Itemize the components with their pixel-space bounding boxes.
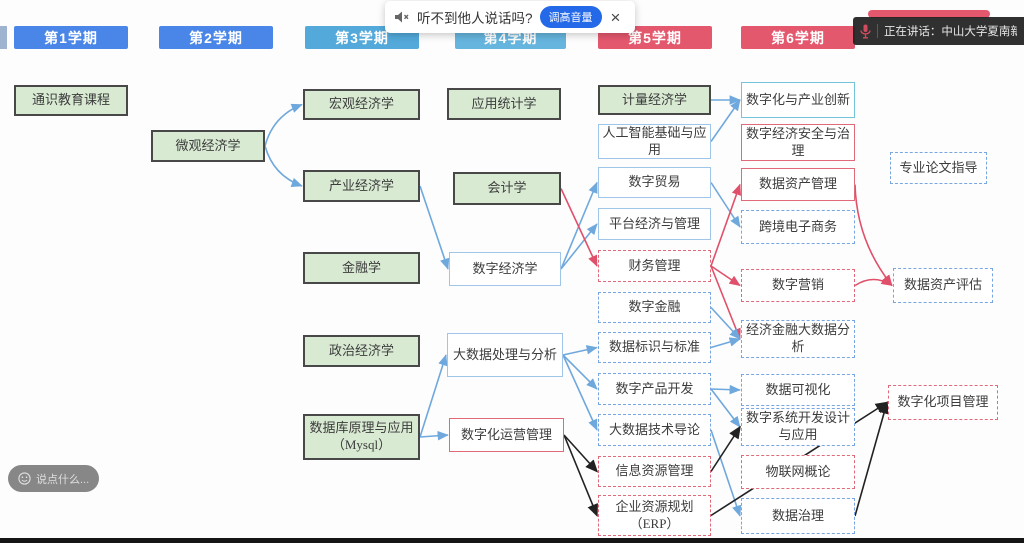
bottom-bar: [0, 538, 1024, 543]
course-node-dashuju: 大数据处理与分析: [447, 333, 563, 377]
course-node-yingxiao: 数字营销: [741, 269, 855, 302]
course-node-lunwen: 专业论文指导: [890, 152, 987, 184]
course-node-jinrong: 金融学: [303, 252, 420, 284]
course-node-shujuku: 数据库原理与应用（Mysql）: [303, 414, 420, 460]
close-icon[interactable]: ×: [610, 7, 621, 27]
course-node-jinrong2: 数字金融: [598, 292, 711, 323]
speaker-muted-icon: [394, 10, 410, 24]
course-node-chuangxin: 数字化与产业创新: [741, 82, 855, 118]
course-node-xiangmu: 数字化项目管理: [888, 385, 998, 420]
course-node-erp: 企业资源规划（ERP）: [598, 495, 711, 536]
chat-placeholder: 说点什么...: [36, 473, 90, 486]
course-node-wulian: 物联网概论: [741, 455, 855, 489]
header-fragment: [0, 26, 7, 49]
course-node-kuaiji: 会计学: [453, 172, 561, 205]
course-node-anquan: 数字经济安全与治理: [741, 124, 855, 161]
course-node-pinggu: 数据资产评估: [893, 268, 993, 303]
course-node-zhengzhi: 政治经济学: [303, 335, 420, 367]
course-node-chanpin: 数字产品开发: [598, 373, 711, 405]
semester-header-s2: 第2学期: [159, 26, 273, 49]
course-node-yingtong: 应用统计学: [447, 88, 561, 120]
course-node-daolun: 大数据技术导论: [598, 414, 711, 446]
course-node-shuzihua: 数字化运营管理: [449, 418, 564, 452]
speaker-name-text: 正在讲话：中山大学夏南新;: [883, 26, 1017, 38]
course-node-weiguan: 微观经济学: [151, 130, 265, 162]
course-node-xinxi: 信息资源管理: [598, 456, 711, 487]
course-node-hongguan: 宏观经济学: [303, 89, 420, 120]
semester-header-s6: 第6学期: [741, 26, 855, 49]
active-speaker-banner: 正在讲话：中山大学夏南新;: [853, 17, 1024, 45]
microphone-icon: [860, 24, 871, 39]
toast-message: 听不到他人说话吗?: [417, 11, 533, 26]
course-node-zichan: 数据资产管理: [741, 168, 855, 201]
course-node-jingjinda: 经济金融大数据分析: [741, 320, 855, 358]
divider: [877, 24, 878, 38]
course-node-caiwu: 财务管理: [598, 250, 711, 282]
course-node-rengong: 人工智能基础与应用: [598, 124, 711, 159]
course-node-zhili: 数据治理: [741, 498, 855, 534]
course-node-shuzijingji: 数字经济学: [449, 252, 561, 286]
emoji-icon: [18, 472, 31, 485]
course-node-keshihua: 数据可视化: [741, 374, 855, 406]
semester-header-s1: 第1学期: [14, 26, 128, 49]
chat-input-pill[interactable]: 说点什么...: [8, 465, 100, 492]
raise-volume-button[interactable]: 调高音量: [539, 6, 602, 28]
course-node-pingtai: 平台经济与管理: [598, 208, 711, 240]
course-node-kuajing: 跨境电子商务: [741, 210, 855, 244]
course-node-tongshi: 通识教育课程: [14, 85, 128, 116]
course-node-xitong: 数字系统开发设计与应用: [741, 408, 855, 446]
course-node-biaoshi: 数据标识与标准: [598, 332, 711, 363]
red-indicator-strip: [868, 10, 990, 18]
course-node-jiliang: 计量经济学: [598, 85, 711, 115]
audio-toast: 听不到他人说话吗? 调高音量 ×: [385, 1, 635, 33]
course-node-maoyi: 数字贸易: [598, 167, 711, 198]
course-node-chanye: 产业经济学: [303, 170, 420, 202]
